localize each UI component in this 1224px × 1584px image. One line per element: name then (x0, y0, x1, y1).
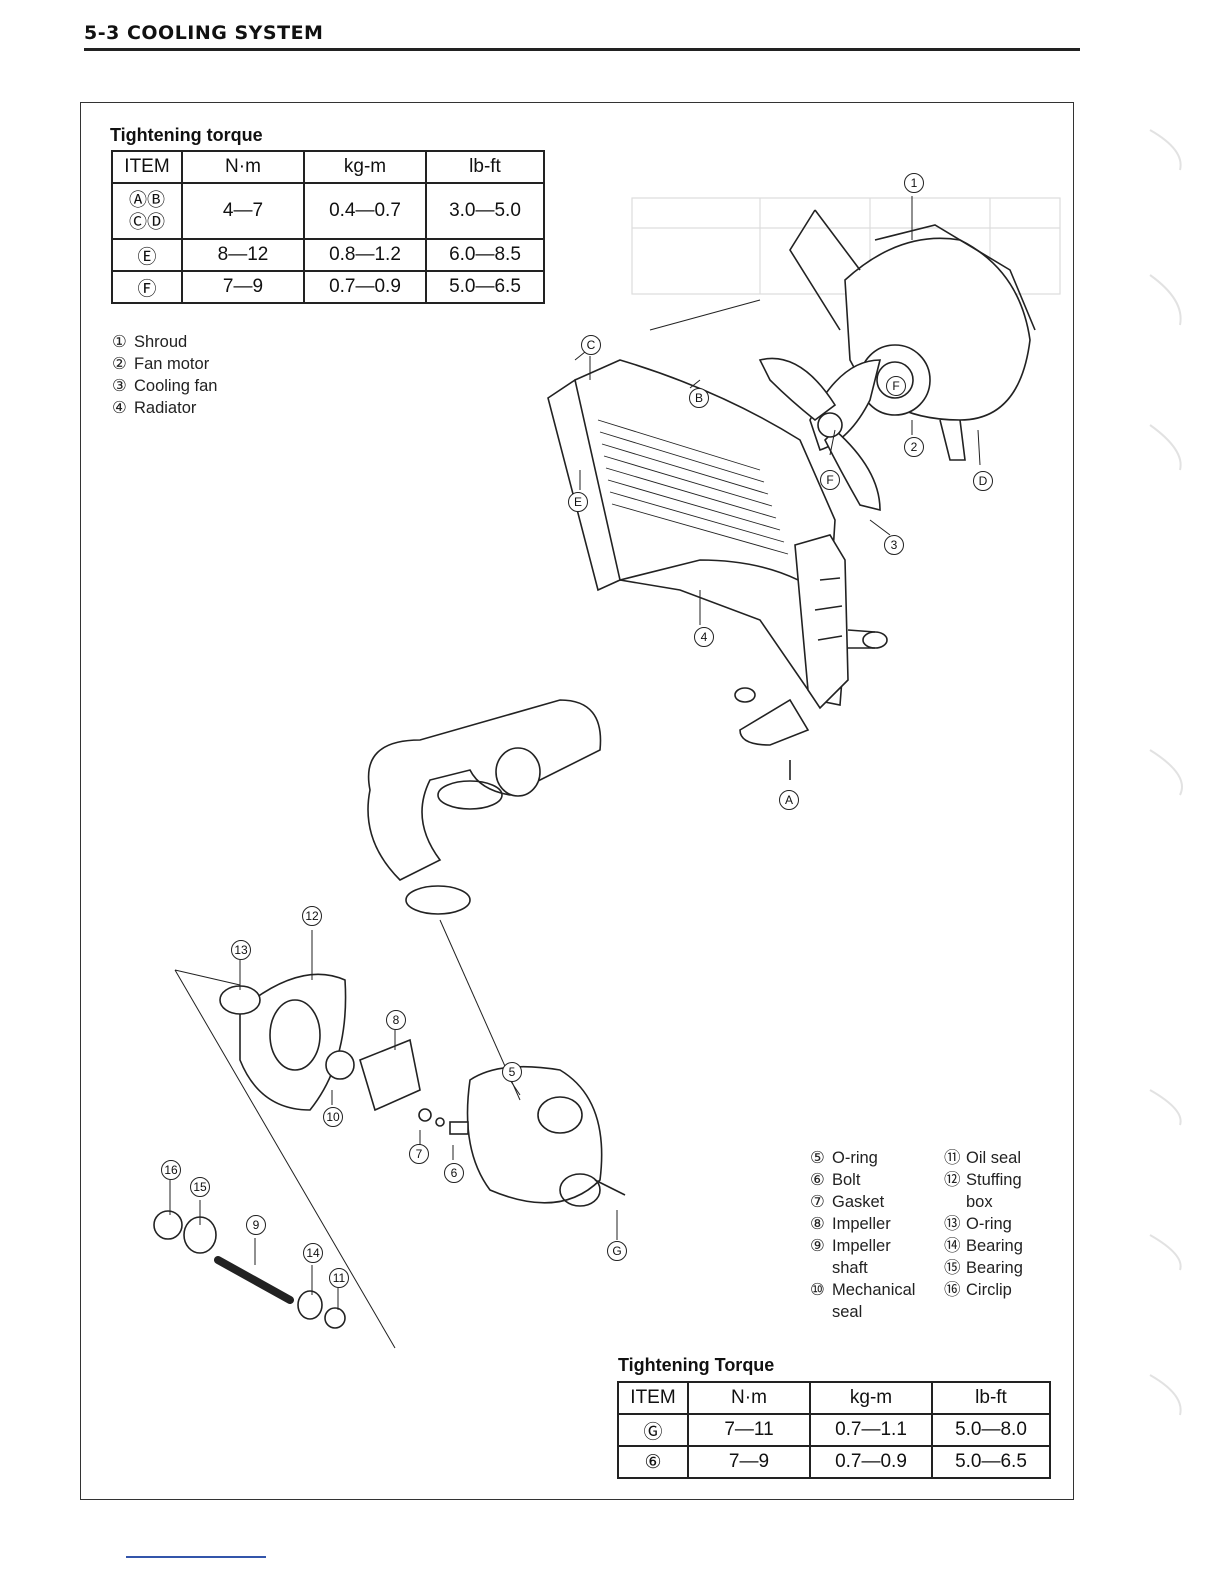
mount-bracket (734, 687, 810, 780)
list-item: shaft (832, 1259, 868, 1277)
callout-A: A (779, 790, 799, 810)
col-lbft: lb-ft (425, 150, 545, 184)
diagram-frame (80, 102, 1074, 1500)
footer-rule (126, 1556, 266, 1558)
col-nm: N·m (687, 1381, 811, 1415)
cell: 0.7—1.1 (809, 1413, 933, 1447)
cell: 6.0—8.5 (425, 238, 545, 272)
list-item: box (966, 1193, 993, 1211)
cell: 3.0—5.0 (425, 182, 545, 240)
bottom-torque-table: ITEM N·m kg-m lb-ft Ⓖ 7—11 0.7—1.1 5.0—8… (617, 1381, 1051, 1479)
callout-C: C (581, 335, 601, 355)
callout-B: B (689, 388, 709, 408)
callout-6: 6 (444, 1163, 464, 1183)
cell: Ⓖ (617, 1413, 689, 1447)
binder-tabs (1149, 129, 1183, 1416)
callout-5: 5 (502, 1062, 522, 1082)
top-table-title: Tightening torque (110, 125, 263, 145)
cell: 0.7—0.9 (303, 270, 427, 304)
cell: 5.0—6.5 (425, 270, 545, 304)
callout-F-fan: F (820, 470, 840, 490)
cell: ⑥ (617, 1445, 689, 1479)
callout-D: D (973, 471, 993, 491)
cell: Ⓕ (111, 270, 183, 304)
cell: ⒶⒷ ⒸⒹ (111, 182, 183, 240)
callout-11: 11 (329, 1268, 349, 1288)
cell: 0.8—1.2 (303, 238, 427, 272)
callout-7: 7 (409, 1144, 429, 1164)
bottom-table-title: Tightening Torque (618, 1355, 775, 1375)
table-row: ⒶⒷ ⒸⒹ 4—7 0.4—0.7 3.0—5.0 (111, 182, 545, 240)
callout-G: G (607, 1241, 627, 1261)
callout-2: 2 (904, 437, 924, 457)
callout-3: 3 (884, 535, 904, 555)
table-row: Ⓖ 7—11 0.7—1.1 5.0—8.0 (617, 1413, 1051, 1447)
table-row: Ⓕ 7—9 0.7—0.9 5.0—6.5 (111, 270, 545, 304)
col-nm: N·m (181, 150, 305, 184)
callout-F-motor: F (886, 376, 906, 396)
header-rule (84, 48, 1080, 51)
callout-15: 15 (190, 1177, 210, 1197)
water-pump (219, 973, 626, 1207)
top-torque-table: ITEM N·m kg-m lb-ft ⒶⒷ ⒸⒹ 4—7 0.4—0.7 3.… (111, 150, 545, 304)
callout-12: 12 (302, 906, 322, 926)
callout-10: 10 (323, 1107, 343, 1127)
callout-8: 8 (386, 1010, 406, 1030)
radiator (547, 359, 888, 710)
cell: 7—11 (687, 1413, 811, 1447)
cell: 5.0—8.0 (931, 1413, 1051, 1447)
cell: 4—7 (181, 182, 305, 240)
col-lbft: lb-ft (931, 1381, 1051, 1415)
list-item: seal (832, 1303, 863, 1321)
cell: 8—12 (181, 238, 305, 272)
callout-1: 1 (904, 173, 924, 193)
col-kgm: kg-m (303, 150, 427, 184)
fan-assembly (758, 209, 1036, 512)
cell: 0.7—0.9 (809, 1445, 933, 1479)
col-kgm: kg-m (809, 1381, 933, 1415)
callout-4: 4 (694, 627, 714, 647)
cell: 7—9 (687, 1445, 811, 1479)
page-header: 5-3 COOLING SYSTEM (84, 22, 324, 44)
table-row: Ⓔ 8—12 0.8—1.2 6.0—8.5 (111, 238, 545, 272)
cell: Ⓔ (111, 238, 183, 272)
col-item: ITEM (617, 1381, 689, 1415)
cell: 5.0—6.5 (931, 1445, 1051, 1479)
callout-13: 13 (231, 940, 251, 960)
callout-9: 9 (246, 1215, 266, 1235)
callout-14: 14 (303, 1243, 323, 1263)
col-item: ITEM (111, 150, 183, 184)
hoses (367, 699, 602, 915)
table-row: ⑥ 7—9 0.7—0.9 5.0—6.5 (617, 1445, 1051, 1479)
callout-16: 16 (161, 1160, 181, 1180)
cell: 0.4—0.7 (303, 182, 427, 240)
cell: 7—9 (181, 270, 305, 304)
shaft-assembly (153, 1210, 346, 1329)
callout-E: E (568, 492, 588, 512)
